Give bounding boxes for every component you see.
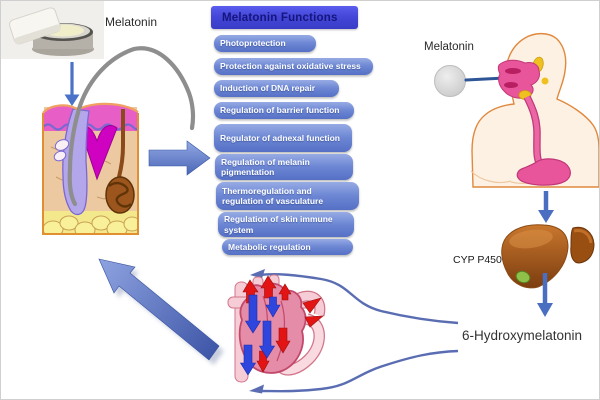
functions-title: Melatonin Functions — [211, 6, 358, 29]
hair-strand-icon — [67, 46, 196, 207]
function-box: Regulation of melanin pigmentation — [215, 154, 353, 180]
oral-melatonin-label: Melatonin — [424, 41, 474, 53]
functions-title-text: Melatonin Functions — [222, 11, 338, 24]
skin-to-functions-arrow-icon — [148, 140, 211, 176]
function-box: Regulation of barrier function — [214, 102, 354, 119]
application-down-arrow-icon — [64, 62, 80, 106]
body-to-liver-arrow-icon — [538, 191, 554, 223]
skin-cross-section-illustration — [42, 102, 140, 235]
function-box: Regulator of adnexal function — [214, 124, 352, 152]
melatonin-pill-icon — [434, 65, 466, 97]
function-box: Induction of DNA repair — [214, 80, 339, 97]
function-box: Protection against oxidative stress — [214, 58, 373, 75]
heart-illustration — [227, 274, 326, 383]
function-box: Regulation of skin immune system — [218, 212, 354, 237]
cyp-p450-label: CYP P450 — [453, 254, 502, 266]
hydroxymelatonin-label: 6-Hydroxymelatonin — [462, 328, 583, 343]
topical-melatonin-label: Melatonin — [105, 15, 158, 29]
function-box: Metabolic regulation — [222, 239, 353, 255]
metabolite-to-heart-arrow-bottom-icon — [249, 349, 459, 394]
function-box: Photoprotection — [214, 35, 316, 52]
liver-to-metabolite-arrow-icon — [537, 273, 553, 317]
human-body-illustration — [470, 32, 599, 188]
heart-to-skin-arrow-icon — [98, 258, 224, 365]
cream-jar-icon — [1, 1, 104, 59]
liver-illustration — [501, 224, 595, 289]
metabolite-to-heart-arrow-top-icon — [250, 269, 459, 325]
function-box: Thermoregulation and regulation of vascu… — [216, 182, 359, 210]
